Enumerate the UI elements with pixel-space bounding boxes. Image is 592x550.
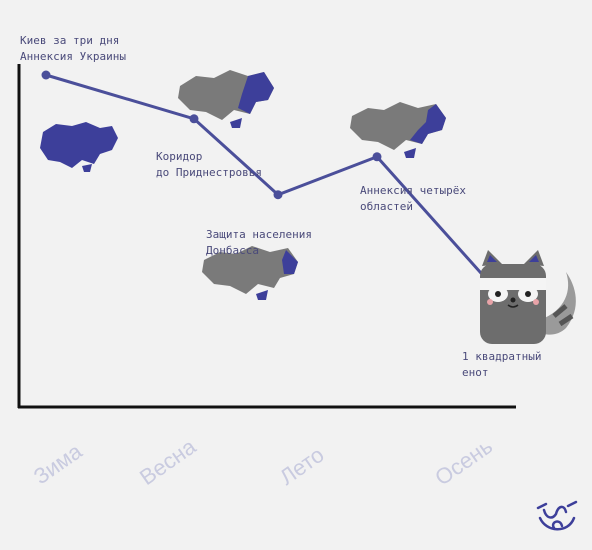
raccoon-icon: [480, 250, 576, 344]
ukraine-map-icon: [202, 246, 298, 300]
x-tick-label: Зима: [29, 438, 87, 489]
season-labels: Зима Весна Лето Осень: [29, 433, 497, 490]
data-point: [273, 190, 283, 200]
signature-logo-icon: [536, 500, 578, 531]
data-point: [372, 152, 382, 162]
ukraine-map-icon: [178, 70, 274, 128]
x-tick-label: Весна: [135, 433, 201, 490]
series-line: [45, 73, 533, 331]
x-tick-label: Лето: [275, 442, 329, 490]
data-point: [41, 70, 51, 80]
series-line-group: [41, 70, 536, 334]
ukraine-map-icon: [40, 122, 118, 172]
ukraine-map-icon: [350, 102, 446, 158]
data-point: [189, 114, 199, 124]
x-tick-label: Осень: [430, 433, 497, 490]
